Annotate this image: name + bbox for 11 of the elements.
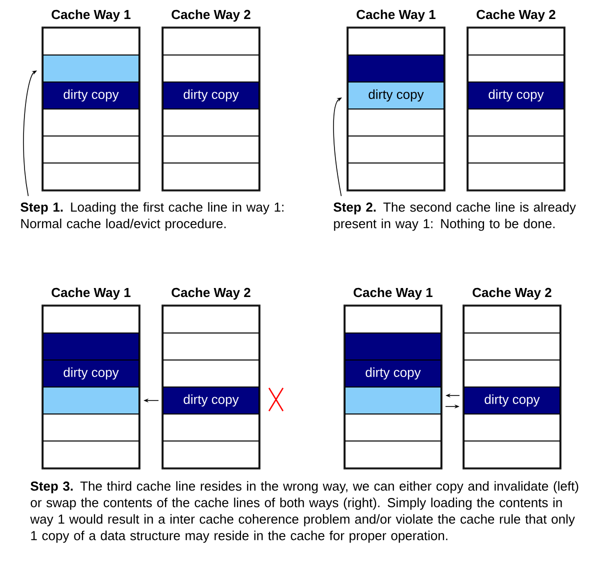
node-label: Cache Way 1 <box>52 10 130 22</box>
node-label: Cache Way 2 <box>476 10 556 22</box>
node-label: Cache Way 1 <box>356 10 436 22</box>
step-caption: Step 3. The third cache line resides in the wrong way, we can either copy and invalidate (left) or swap the contents of the cache lines of both ways (right). Simply loading the contents in way 1 would result in a inter cache coherence problem and/or violate the cache rule that only 1 copy of a data structure may reside in the cache for proper operation. <box>30 481 578 543</box>
step-caption: Step 2. The second cache line is already present in way 1: Nothing to be done. <box>334 202 576 231</box>
node-label: Cache Way 1 <box>52 288 130 300</box>
node-label: Cache Way 2 <box>472 288 552 300</box>
node-label: Cache Way 2 <box>172 10 250 22</box>
step-caption: Step 1. Loading the first cache line in way 1: Normal cache load/evict procedure. <box>20 202 284 231</box>
node-label: Cache Way 2 <box>172 288 250 300</box>
node-label: Cache Way 1 <box>354 288 432 300</box>
